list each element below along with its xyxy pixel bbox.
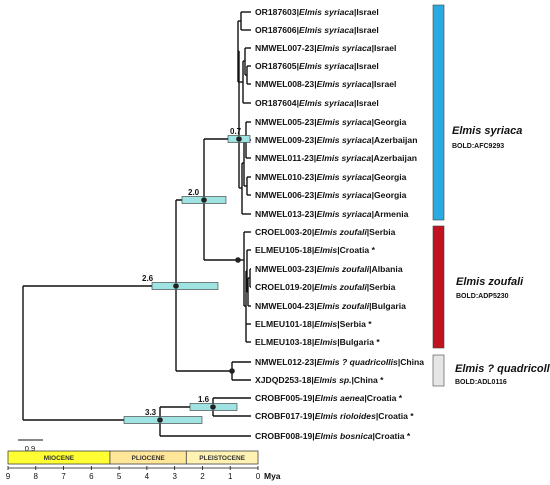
clade-name: Elmis syriaca: [452, 125, 522, 137]
tip-label: NMWEL004-23|Elmis zoufali|Bulgaria: [255, 301, 406, 311]
tip-label: CROEL019-20|Elmis zoufali|Serbia: [255, 282, 396, 292]
axis-tick-label: 4: [145, 472, 150, 481]
scale-bar-label: 0.9: [25, 444, 35, 453]
tip-label: NMWEL010-23|Elmis syriaca|Georgia: [255, 172, 407, 182]
axis-tick-label: 3: [172, 472, 177, 481]
axis-tick-label: 2: [200, 472, 205, 481]
axis-tick-label: 8: [34, 472, 39, 481]
tip-label: ELMEU101-18|Elmis|Serbia *: [255, 319, 372, 329]
tip-label: CROEL003-20|Elmis zoufali|Serbia: [255, 227, 396, 237]
clade-bin: BOLD:AFC9293: [452, 143, 504, 150]
node-dot: [157, 417, 163, 423]
tip-label: NMWEL003-23|Elmis zoufali|Albania: [255, 264, 403, 274]
clade-name: Elmis zoufali: [456, 276, 524, 288]
tip-label: CROBF017-19|Elmis rioloides|Croatia *: [255, 411, 414, 421]
epoch-label: MIOCENE: [44, 455, 75, 462]
clade-bin: BOLD:ADP5230: [456, 293, 509, 300]
clade-bar: [432, 225, 445, 349]
epoch-label: PLIOCENE: [132, 455, 166, 462]
clade-bin: BOLD:ADL0116: [455, 379, 507, 386]
tip-label: CROBF008-19|Elmis bosnica|Croatia *: [255, 431, 411, 441]
axis-tick-label: 9: [6, 472, 11, 481]
tip-label: NMWEL006-23|Elmis syriaca|Georgia: [255, 190, 407, 200]
axis-tick-label: 5: [117, 472, 122, 481]
clade-bar: [432, 4, 445, 221]
node-dot: [173, 283, 179, 289]
tip-label: NMWEL005-23|Elmis syriaca|Georgia: [255, 117, 407, 127]
tip-label: OR187604|Elmis syriaca|Israel: [255, 98, 379, 108]
node-age-label: 2.0: [188, 188, 200, 197]
tip-label: NMWEL008-23|Elmis syriaca|Israel: [255, 79, 396, 89]
node-dot: [201, 197, 207, 203]
node-age-label: 3.3: [145, 408, 157, 417]
axis-tick-label: 0: [256, 472, 261, 481]
tip-label: NMWEL009-23|Elmis syriaca|Azerbaijan: [255, 135, 417, 145]
tip-label: NMWEL013-23|Elmis syriaca|Armenia: [255, 209, 409, 219]
node-age-label: 0.7: [230, 127, 242, 136]
clade-name: Elmis ? quadricollis: [455, 363, 550, 375]
node-dot: [229, 368, 235, 374]
node-dot: [235, 257, 241, 263]
tip-label: NMWEL012-23|Elmis ? quadricollis|China: [255, 357, 424, 367]
hpd-bar: [123, 416, 203, 424]
tip-label: OR187605|Elmis syriaca|Israel: [255, 61, 379, 71]
tip-label: OR187606|Elmis syriaca|Israel: [255, 25, 379, 35]
axis-tick-label: 1: [228, 472, 233, 481]
tip-label: OR187603|Elmis syriaca|Israel: [255, 7, 379, 17]
axis-tick-label: 6: [89, 472, 94, 481]
tree-nodes: 0.7 2.0 2.6 1.6 3.3: [142, 127, 242, 423]
epoch-band: [185, 450, 259, 465]
hpd-bar: [151, 282, 219, 290]
node-dot: [210, 404, 216, 410]
node-age-label: 1.6: [198, 395, 210, 404]
tip-label: XJDQD253-18|Elmis sp.|China *: [255, 375, 384, 385]
node-dot: [236, 136, 242, 142]
tip-label: ELMEU103-18|Elmis|Bulgaria *: [255, 337, 380, 347]
tip-label: NMWEL011-23|Elmis syriaca|Azerbaijan: [255, 153, 417, 163]
tree-branches: [22, 11, 251, 437]
tip-labels: OR187603|Elmis syriaca|IsraelOR187606|El…: [255, 7, 424, 441]
epoch-label: PLEISTOCENE: [199, 455, 245, 462]
axis-tick-label: 7: [61, 472, 66, 481]
clade-bar: [432, 354, 445, 387]
tip-label: ELMEU105-18|Elmis|Croatia *: [255, 245, 376, 255]
tip-label: CROBF005-19|Elmis aenea|Croatia *: [255, 393, 403, 403]
tip-label: NMWEL007-23|Elmis syriaca|Israel: [255, 43, 396, 53]
axis-unit-label: Mya: [264, 471, 281, 481]
node-age-label: 2.6: [142, 274, 154, 283]
